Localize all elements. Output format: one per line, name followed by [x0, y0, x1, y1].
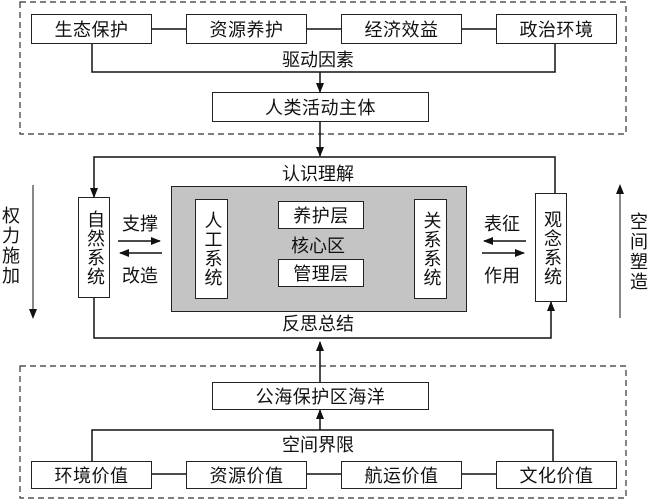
reflection-label: 反思总结 — [282, 314, 354, 335]
concept-system-box: 观念系统 — [535, 193, 567, 302]
represent-label: 表征 — [484, 214, 520, 235]
high-seas-mpa-ocean-box: 公海保护区海洋 — [212, 382, 429, 410]
artificial-system-box: 人工系统 — [195, 199, 228, 299]
top-dashed-frame — [19, 1, 627, 135]
relation-system-box: 关系系统 — [414, 199, 447, 299]
value-box-ecology: 生态保护 — [31, 14, 152, 44]
core-area-label: 核心区 — [291, 236, 345, 257]
value-box-economic: 经济效益 — [341, 14, 462, 44]
act-label: 作用 — [484, 266, 520, 287]
value-box-political: 政治环境 — [496, 14, 617, 44]
support-label: 支撑 — [122, 214, 158, 235]
power-imposition-label: 权力施加 — [0, 206, 20, 286]
value-box-resource: 资源价值 — [186, 461, 307, 489]
value-box-resource-upkeep: 资源养护 — [186, 14, 307, 44]
driving-factors-label: 驱动因素 — [282, 50, 354, 71]
spatial-boundary-label: 空间界限 — [282, 435, 354, 456]
management-layer-box: 管理层 — [278, 259, 364, 287]
upkeep-layer-box: 养护层 — [278, 201, 364, 229]
value-box-culture: 文化价值 — [496, 461, 617, 489]
value-box-shipping: 航运价值 — [341, 461, 462, 489]
bottom-dashed-frame — [19, 365, 627, 499]
value-box-environment: 环境价值 — [31, 461, 152, 489]
transform-label: 改造 — [122, 266, 158, 287]
space-shaping-label: 空间塑造 — [627, 212, 648, 292]
human-activity-subject-box: 人类活动主体 — [212, 92, 429, 122]
natural-system-box: 自然系统 — [78, 197, 110, 298]
understanding-label: 认识理解 — [282, 164, 354, 185]
